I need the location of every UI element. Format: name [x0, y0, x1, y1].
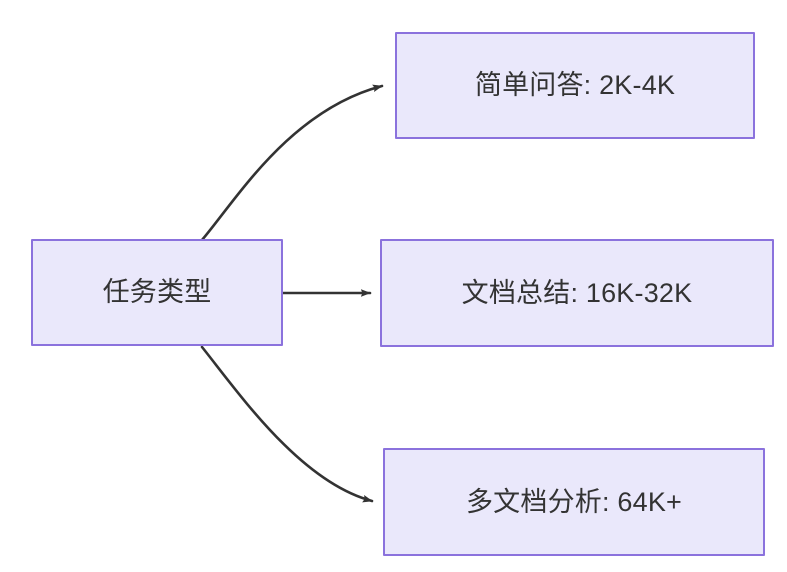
edge-source-to-multi-doc [200, 345, 374, 503]
node-multi-doc[interactable]: 多文档分析: 64K+ [383, 448, 765, 556]
node-simple-qa-label: 简单问答: 2K-4K [474, 70, 676, 101]
edge-source-to-simple-qa [200, 84, 384, 242]
node-task-type[interactable]: 任务类型 [31, 239, 283, 346]
node-doc-summary-label: 文档总结: 16K-32K [461, 277, 693, 308]
node-doc-summary[interactable]: 文档总结: 16K-32K [380, 239, 774, 347]
node-task-type-label: 任务类型 [102, 277, 212, 308]
node-multi-doc-label: 多文档分析: 64K+ [465, 486, 682, 517]
node-simple-qa[interactable]: 简单问答: 2K-4K [395, 32, 755, 139]
